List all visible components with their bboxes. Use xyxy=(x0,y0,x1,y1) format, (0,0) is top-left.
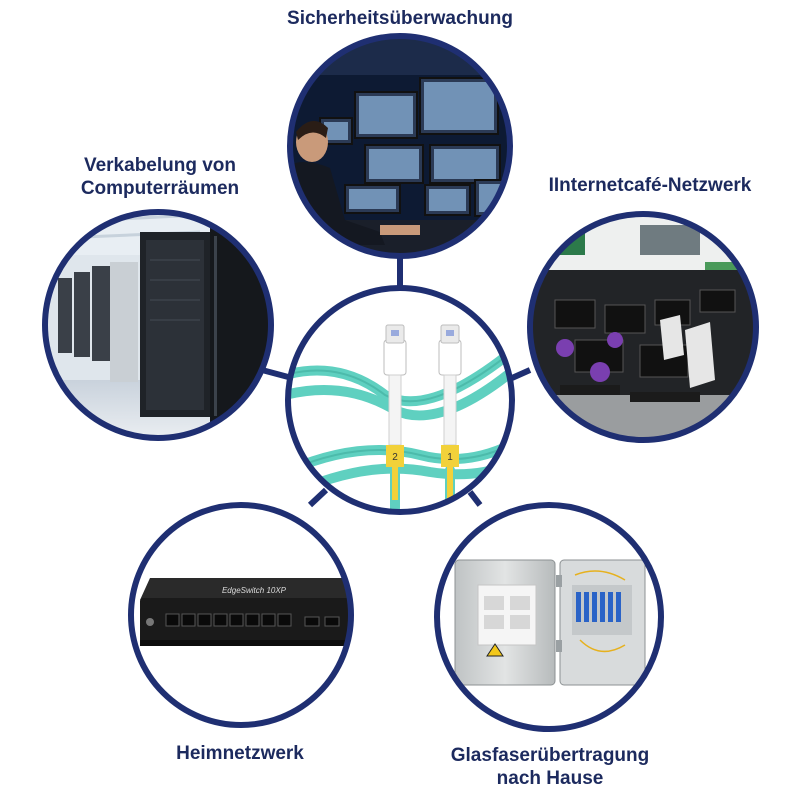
connector-tag-2: 2 xyxy=(392,452,398,463)
label-computer-room-line2: Computerräumen xyxy=(80,178,240,199)
server-room-image xyxy=(45,212,271,438)
label-computer-room-line1: Verkabelung von xyxy=(83,155,237,176)
label-home-network: Heimnetzwerk xyxy=(140,742,340,765)
label-fiber-to-home-line2: nach Hause xyxy=(496,768,604,789)
fiber-home-circle-border xyxy=(434,502,664,732)
label-internet-cafe: IInternetcafé-Netzwerk xyxy=(520,174,780,197)
fiber-box-image xyxy=(437,505,661,729)
server-room-circle-border xyxy=(42,209,274,441)
security-circle-border xyxy=(287,33,513,259)
fiber-cable-circle-border xyxy=(285,285,515,515)
label-internet-cafe-text: IInternetcafé-Netzwerk xyxy=(548,175,752,196)
security-monitoring-image xyxy=(290,36,510,256)
label-fiber-to-home-line1: Glasfaserübertragung xyxy=(450,745,650,766)
internet-cafe-circle-border xyxy=(527,211,759,443)
label-security-monitoring: Sicherheitsüberwachung xyxy=(200,7,600,30)
label-home-network-text: Heimnetzwerk xyxy=(176,743,304,764)
network-switch-image: EdgeSwitch 10XP xyxy=(131,505,351,725)
switch-brand-text: EdgeSwitch 10XP xyxy=(222,586,287,595)
label-fiber-to-home: Glasfaserübertragung nach Hause xyxy=(420,744,680,790)
home-network-circle-border xyxy=(128,502,354,728)
connector-lines xyxy=(261,256,532,508)
label-security-monitoring-text: Sicherheitsüberwachung xyxy=(287,8,513,29)
connector-tag-1: 1 xyxy=(447,452,453,463)
label-computer-room-cabling: Verkabelung von Computerräumen xyxy=(40,154,280,200)
